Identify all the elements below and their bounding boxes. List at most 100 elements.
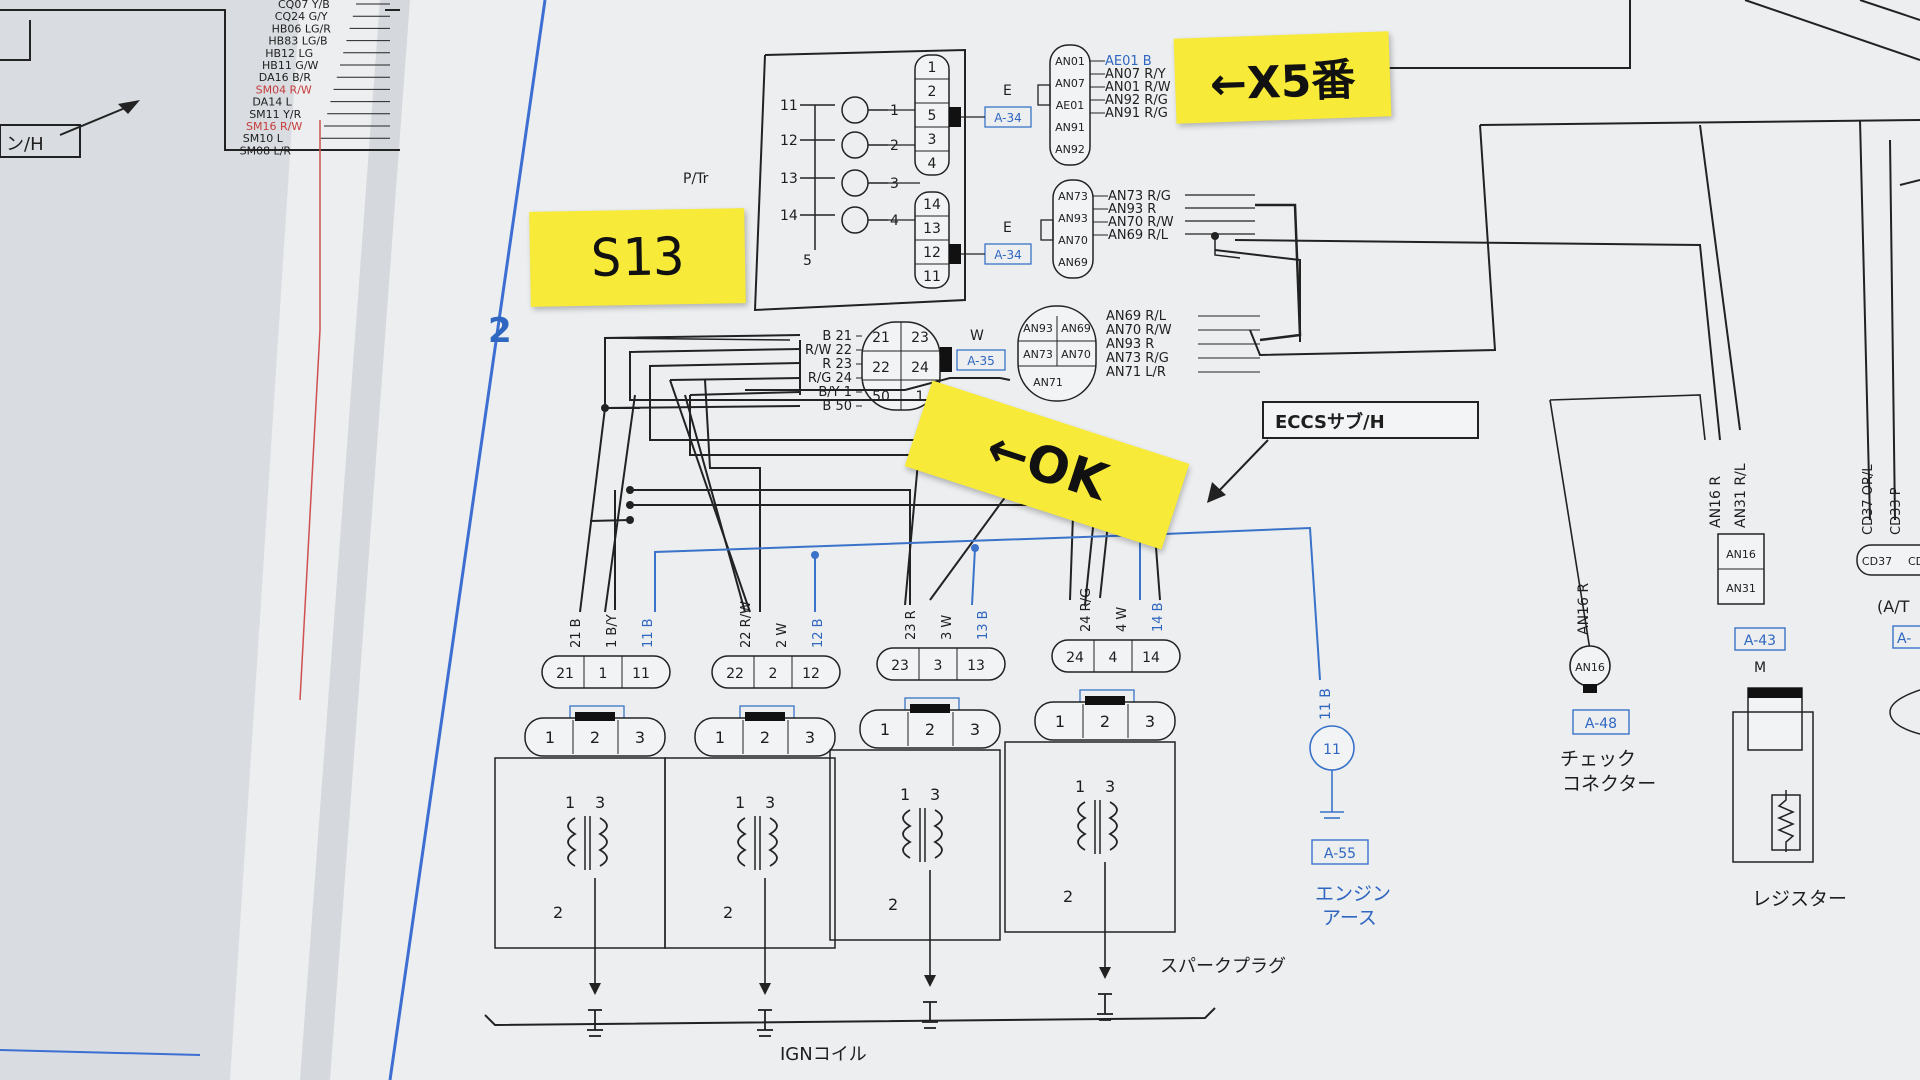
- connector-pin: 1: [928, 60, 937, 76]
- coil-connector-body: [711, 655, 841, 689]
- resistor-id: A-43: [1744, 633, 1776, 649]
- coil-winding-icon: [737, 817, 747, 867]
- coil-lock: [575, 712, 615, 721]
- connector-lock: [940, 347, 952, 372]
- connector-pin: 23: [911, 330, 929, 346]
- left-margin-line: [0, 1049, 201, 1056]
- coil-bottom-pin: 2: [1063, 887, 1073, 906]
- round-connector-wire-label: AN69 R/L: [1108, 228, 1169, 243]
- coil-lock: [1085, 696, 1125, 705]
- eccs-label: ECCSサブ/H: [1275, 411, 1385, 433]
- resistor-wire-label: AN16 R: [1708, 476, 1724, 528]
- round-connector-wire-label: AN91 R/G: [1105, 106, 1168, 121]
- coil-wire-label: 1 B/Y: [605, 614, 620, 648]
- coil-pin: 3: [805, 728, 815, 747]
- coil-bottom-pin: 2: [888, 895, 898, 914]
- round-connector-wire-label: AN71 L/R: [1106, 365, 1166, 380]
- round-connector-pin: AN73: [1058, 190, 1088, 203]
- connector-pin: 12: [923, 245, 941, 261]
- coil-connector-body: [1051, 639, 1181, 673]
- round-connector-lock: [1037, 84, 1051, 106]
- connector-pin: 3: [928, 132, 937, 148]
- harness-wire-label: B 50: [822, 399, 852, 414]
- coil-secondary-pin: 1: [735, 793, 745, 812]
- resistor-body: [1732, 711, 1814, 863]
- resistor-connector: [1747, 687, 1803, 751]
- round-connector-pin: AN07: [1055, 77, 1085, 90]
- coil-winding-icon: [933, 809, 943, 859]
- coil-bottom-pin: 2: [553, 903, 563, 922]
- left-pin-label: HB12 LG: [265, 47, 313, 60]
- coil-secondary-pin: 1: [900, 785, 910, 804]
- connector-code: E: [1003, 220, 1012, 236]
- coil-lock: [910, 704, 950, 713]
- left-pin-label: HB11 G/W: [262, 59, 319, 72]
- check-connector-label: コネクター: [1562, 773, 1656, 795]
- ptr-pin-label: 14: [780, 208, 798, 224]
- harness-label: ン/H: [6, 134, 44, 155]
- coil-connector-pin: 3: [934, 658, 943, 674]
- harness-wire-label: R/W 22: [805, 343, 852, 358]
- harness-wire-label: R/G 24: [808, 371, 852, 386]
- upper-right-wires: [1214, 0, 1920, 521]
- coil-winding-icon: [598, 817, 608, 867]
- left-pin-label: CQ24 G/Y: [275, 10, 328, 23]
- round-connector-pin: AN73: [1023, 348, 1053, 361]
- coil-pin: 2: [925, 720, 935, 739]
- coil-secondary-pin: 3: [930, 785, 940, 804]
- coil-secondary-pin: 3: [765, 793, 775, 812]
- harness-wire-label: B/Y 1: [818, 385, 852, 400]
- left-pin-label: CQ07 Y/B: [278, 0, 330, 11]
- arrow-icon: [589, 983, 601, 995]
- engine-ground-label: アース: [1322, 907, 1377, 929]
- left-pin-label: SM10 L: [243, 132, 284, 145]
- left-pin-label: SM11 Y/R: [249, 108, 301, 121]
- connector-pin: 13: [923, 221, 941, 237]
- resistor-wire-label: AN31 R/L: [1733, 463, 1749, 528]
- coil-connector-body: [876, 647, 1006, 681]
- arrow-icon: [759, 983, 771, 995]
- coil-winding-icon: [1108, 801, 1118, 851]
- ign-coil-label: IGNコイル: [780, 1044, 867, 1065]
- ptr-output-label: 2: [890, 138, 899, 154]
- connector-code: W: [970, 328, 984, 344]
- coil-wire-label: 11 B: [641, 618, 656, 648]
- coil-connector-pin: 1: [599, 666, 608, 682]
- coil-pin: 2: [1100, 712, 1110, 731]
- check-connector-wire: [1549, 399, 1591, 651]
- eccs-label-group: ECCSサブ/H: [1207, 401, 1479, 503]
- coil-connector-pin: 12: [802, 666, 820, 682]
- round-connector-pin: AN91: [1055, 121, 1085, 134]
- coil-connector-pin: 14: [1142, 650, 1160, 666]
- coil-pin: 3: [635, 728, 645, 747]
- coil-winding-icon: [1077, 801, 1087, 851]
- coil-connector-pin: 21: [556, 666, 574, 682]
- bus-wire: [1214, 236, 1241, 259]
- check-connector-id: A-48: [1585, 716, 1617, 732]
- bus-wire: [1255, 203, 1302, 342]
- left-pin-label: HB06 LG/R: [272, 22, 332, 35]
- right-edge-pin: CD37: [1862, 555, 1892, 568]
- round-connector-pin: AN70: [1061, 348, 1091, 361]
- coil-wire-label: 3 W: [940, 615, 955, 640]
- connector-pin: 50: [872, 389, 890, 405]
- connector-id-box: [956, 349, 1006, 371]
- right-edge-pin: CD3: [1908, 555, 1920, 568]
- round-connector-wire-label: AN93 R: [1106, 337, 1154, 352]
- sticky-note-s13: S13: [529, 208, 746, 307]
- left-pin-label: DA14 L: [252, 96, 292, 109]
- right-edge-code: (A/T: [1877, 597, 1910, 616]
- coil-secondary-pin: 1: [565, 793, 575, 812]
- connector-pin: 2: [928, 84, 937, 100]
- engine-ground-label: エンジン: [1315, 883, 1391, 905]
- round-connector-pin: AN71: [1033, 376, 1063, 389]
- round-connector-lock: [1040, 219, 1054, 241]
- resistor-label: レジスター: [1752, 888, 1847, 910]
- resistor-code: M: [1754, 660, 1766, 676]
- round-connector-wire-label: AE01 B: [1105, 54, 1152, 69]
